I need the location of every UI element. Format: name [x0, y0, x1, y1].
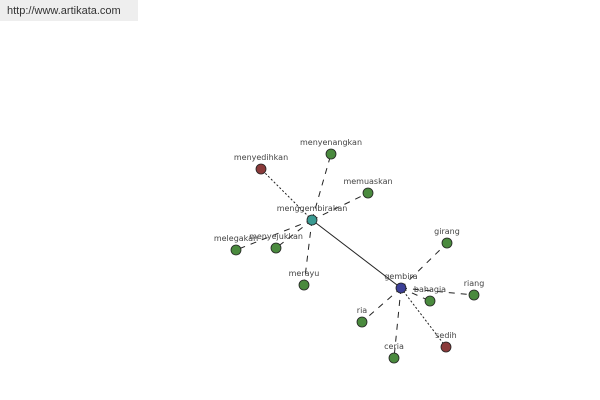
node-label-riang: riang [464, 279, 485, 288]
node-label-sedih: sedih [435, 331, 456, 340]
node-label-ceria: ceria [384, 342, 404, 351]
node-ceria[interactable] [388, 352, 400, 364]
edge-gembira-girang [400, 242, 448, 289]
edge-gembira-riang [400, 287, 475, 296]
node-memuaskan[interactable] [362, 187, 374, 199]
node-label-ria: ria [357, 306, 368, 315]
node-sedih[interactable] [440, 341, 452, 353]
source-url-label[interactable]: http://www.artikata.com [0, 0, 138, 21]
node-label-menyejukkan: menyejukkan [249, 232, 303, 241]
node-label-menyedihkan: menyedihkan [234, 153, 288, 162]
node-menggembirakan[interactable] [306, 214, 318, 226]
edge-gembira-sedih [400, 287, 447, 348]
node-menyenangkan[interactable] [325, 148, 337, 160]
edge-menggembirakan-melegakan [235, 219, 313, 251]
edge-menggembirakan-menyejukkan [275, 219, 313, 249]
node-menyedihkan[interactable] [255, 163, 267, 175]
node-label-gembira: gembira [384, 272, 417, 281]
edge-gembira-ria [361, 287, 402, 323]
node-label-merayu: merayu [289, 269, 320, 278]
node-label-bahagia: bahagia [414, 285, 446, 294]
node-melegakan[interactable] [230, 244, 242, 256]
node-riang[interactable] [468, 289, 480, 301]
node-label-melegakan: melegakan [214, 234, 258, 243]
edge-menggembirakan-memuaskan [311, 192, 369, 221]
node-bahagia[interactable] [424, 295, 436, 307]
node-label-memuaskan: memuaskan [343, 177, 392, 186]
node-label-menggembirakan: menggembirakan [277, 204, 348, 213]
node-merayu[interactable] [298, 279, 310, 291]
edge-menggembirakan-menyedihkan [260, 168, 313, 221]
node-menyejukkan[interactable] [270, 242, 282, 254]
node-label-girang: girang [434, 227, 460, 236]
node-girang[interactable] [441, 237, 453, 249]
node-label-menyenangkan: menyenangkan [300, 138, 362, 147]
node-ria[interactable] [356, 316, 368, 328]
node-gembira[interactable] [395, 282, 407, 294]
edge-menggembirakan-gembira [311, 219, 402, 289]
